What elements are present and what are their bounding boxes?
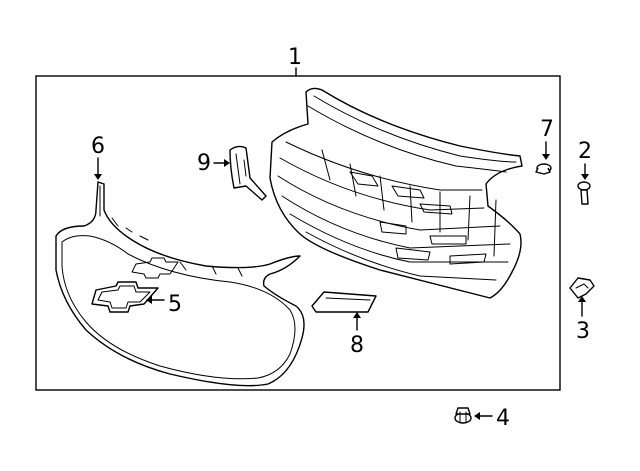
callout-1-label: 1 [288,45,302,70]
nut-icon [454,407,472,424]
callout-4: 4 [474,406,510,431]
callout-3: 3 [576,296,590,344]
callout-8-label: 8 [350,333,364,358]
grille-surround-icon [55,181,305,387]
callout-5: 5 [146,292,182,317]
bracket-icon [229,145,267,201]
clip-icon [569,277,595,299]
callout-2: 2 [578,139,592,180]
callout-9: 9 [197,151,230,176]
callout-7-label: 7 [540,117,554,142]
callout-2-label: 2 [578,139,592,164]
callout-5-label: 5 [168,292,182,317]
emblem-upper-icon [131,257,179,279]
trim-piece-icon [311,291,377,313]
callout-3-label: 3 [576,319,590,344]
push-pin-icon [535,163,552,175]
callout-6-label: 6 [91,134,105,159]
callout-4-label: 4 [496,406,510,431]
callout-1: 1 [288,45,302,77]
grille-icon [269,87,523,299]
callout-8: 8 [350,312,364,358]
callout-7: 7 [540,117,554,160]
assembly-frame [35,75,561,391]
callout-6: 6 [91,134,105,180]
emblem-icon [91,281,159,313]
bolt-icon [577,181,591,205]
callout-9-label: 9 [197,151,211,176]
